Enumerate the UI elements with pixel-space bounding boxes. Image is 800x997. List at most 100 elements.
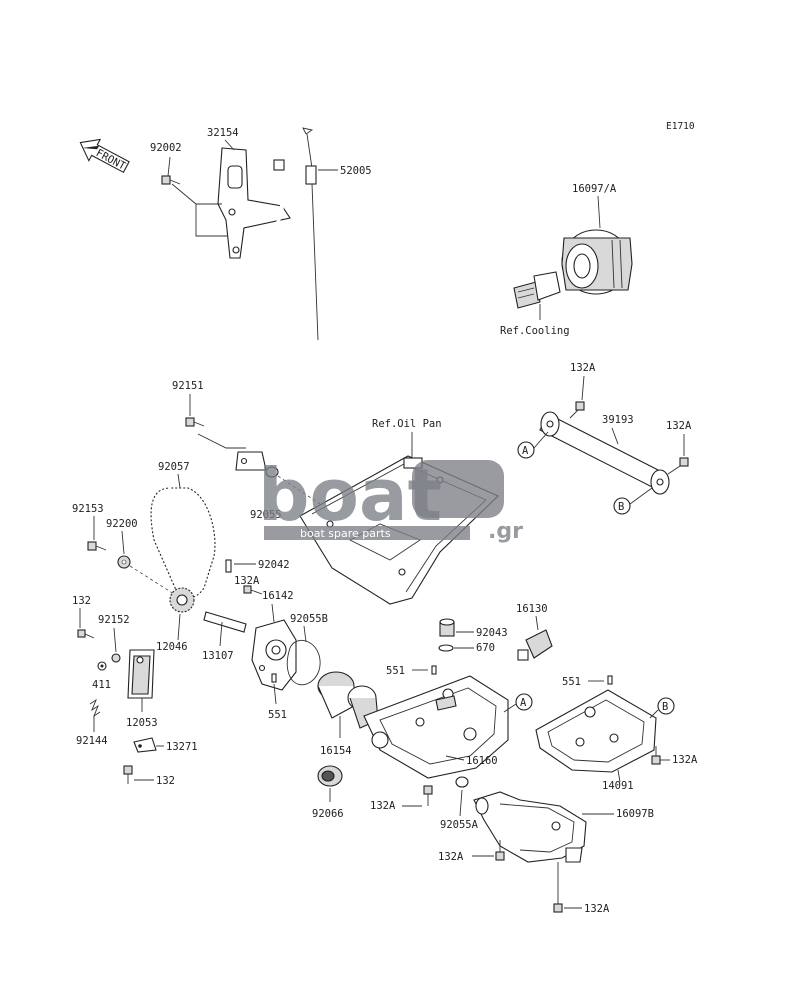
oil-filter-16097A <box>561 229 633 295</box>
bolt-132 <box>77 629 95 639</box>
bolt-132A-6 <box>495 840 505 861</box>
label-92055: 92055 <box>250 509 282 521</box>
ref-oil-pan-label: Ref.Oil Pan <box>372 418 442 430</box>
label-132A-6: 132A <box>438 851 464 863</box>
oil-pump-housing-16160 <box>363 675 509 779</box>
label-92043: 92043 <box>476 627 508 639</box>
label-92152: 92152 <box>98 614 130 626</box>
o-ring-92055A <box>455 776 469 788</box>
dipstick-tube <box>235 159 285 471</box>
svg-text:boat: boat <box>258 453 442 537</box>
bolt-132A-1 <box>569 401 585 419</box>
label-92055B: 92055B <box>290 613 328 625</box>
label-411: 411 <box>92 679 111 691</box>
washer-92200 <box>117 555 131 569</box>
washer-411 <box>97 661 107 671</box>
o-ring-92055 <box>265 466 279 478</box>
label-132A-7: 132A <box>584 903 610 915</box>
fitting-cooling <box>513 271 561 309</box>
pin-551-2 <box>431 665 437 675</box>
watermark-logo: boat boat spare parts .gr <box>258 453 523 544</box>
shaft-13107 <box>203 611 247 633</box>
label-39193: 39193 <box>602 414 634 426</box>
label-13107: 13107 <box>202 650 234 662</box>
label-132-2: 132 <box>156 775 175 787</box>
spring-92144 <box>89 698 101 718</box>
bolt-132A-2 <box>667 457 689 475</box>
label-132A-3: 132A <box>234 575 260 587</box>
valve-16130 <box>517 629 553 661</box>
label-16142: 16142 <box>262 590 294 602</box>
label-16130: 16130 <box>516 603 548 615</box>
label-12053: 12053 <box>126 717 158 729</box>
callout-B-cover: B <box>657 697 675 715</box>
front-arrow-label: FRONT <box>94 147 128 173</box>
label-92151: 92151 <box>172 380 204 392</box>
plate-13271 <box>133 737 157 753</box>
pipe-39193 <box>539 411 670 495</box>
svg-text:.gr: .gr <box>488 519 523 544</box>
label-551-2: 551 <box>386 665 405 677</box>
bolt-132A-5 <box>423 785 433 806</box>
strainer-16097B <box>473 791 587 863</box>
label-92055A: 92055A <box>440 819 479 831</box>
ref-cooling-label: Ref.Cooling <box>500 325 570 337</box>
dipstick-52005 <box>302 127 319 341</box>
label-92042: 92042 <box>258 559 290 571</box>
label-52005: 52005 <box>340 165 372 177</box>
label-92002: 92002 <box>150 142 182 154</box>
pin-551-1 <box>271 673 277 683</box>
svg-text:A: A <box>520 697 527 709</box>
front-arrow-icon: FRONT <box>79 138 130 174</box>
label-132A-1: 132A <box>570 362 596 374</box>
bolt-92151 <box>185 417 205 427</box>
sprocket-12046 <box>169 587 195 613</box>
label-32154: 32154 <box>207 127 239 139</box>
label-132: 132 <box>72 595 91 607</box>
label-16097A: 16097/A <box>572 183 617 195</box>
label-92066: 92066 <box>312 808 344 820</box>
label-92144: 92144 <box>76 735 108 747</box>
label-92057: 92057 <box>158 461 190 473</box>
label-16154: 16154 <box>320 745 352 757</box>
svg-text:B: B <box>662 701 668 713</box>
tensioner-12053 <box>127 649 155 699</box>
label-16160: 16160 <box>466 755 498 767</box>
label-132A-5: 132A <box>370 800 396 812</box>
callout-A-pipe: A <box>517 441 535 459</box>
pin-92042 <box>225 559 232 573</box>
bolt-132-2 <box>123 765 133 784</box>
bolt-132A-7 <box>553 880 563 913</box>
label-132A-4: 132A <box>672 754 698 766</box>
cover-14091 <box>535 689 657 773</box>
label-13271: 13271 <box>166 741 198 753</box>
label-14091: 14091 <box>602 780 634 792</box>
callout-B-pipe: B <box>613 497 631 515</box>
bolt-92153 <box>87 541 107 551</box>
diagram-code: E1710 <box>666 121 695 132</box>
pin-551-3 <box>607 675 613 685</box>
label-12046: 12046 <box>156 641 188 653</box>
label-92200: 92200 <box>106 518 138 530</box>
label-92153: 92153 <box>72 503 104 515</box>
gasket-92055B <box>286 639 321 686</box>
collar-92043 <box>439 618 455 637</box>
o-ring-670 <box>438 644 454 652</box>
bolt-92002 <box>161 175 181 185</box>
washer-92152 <box>111 653 121 663</box>
label-132A-2: 132A <box>666 420 692 432</box>
label-670: 670 <box>476 642 495 654</box>
chain-92057 <box>150 487 216 599</box>
bolt-132A-3 <box>243 585 263 595</box>
svg-text:B: B <box>618 501 624 513</box>
callout-A-housing: A <box>515 693 533 711</box>
svg-text:boat spare parts: boat spare parts <box>300 527 391 540</box>
label-16097B: 16097B <box>616 808 654 820</box>
oil-pump-body <box>251 619 297 691</box>
label-551-1: 551 <box>268 709 287 721</box>
bracket-32154 <box>217 147 291 259</box>
plug-92066 <box>317 765 343 787</box>
svg-text:A: A <box>522 445 529 457</box>
